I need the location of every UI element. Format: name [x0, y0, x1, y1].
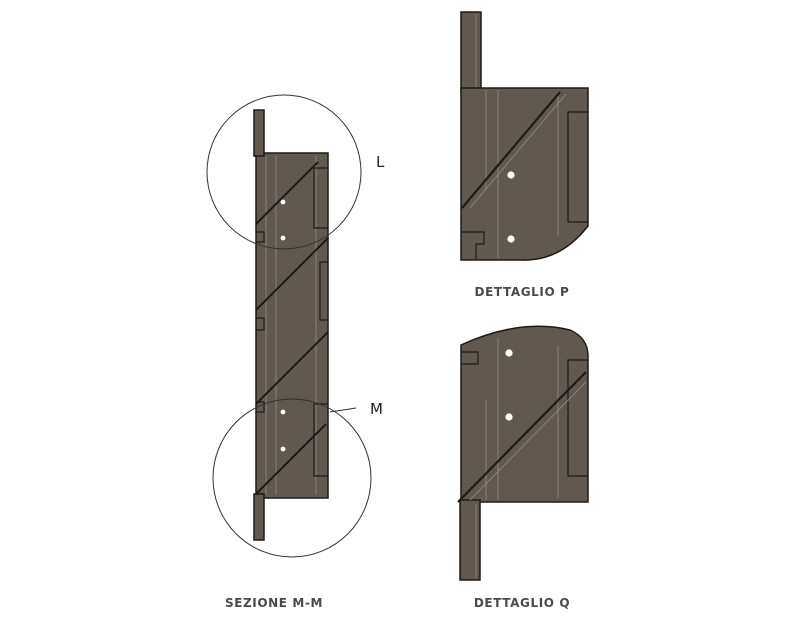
section-m-m — [206, 94, 372, 558]
detail-circle-bottom — [212, 398, 372, 558]
section-hole — [280, 199, 286, 205]
detail-q-diagonal — [457, 371, 587, 503]
detail-q-notch — [567, 359, 588, 477]
section-notch — [256, 317, 265, 331]
section-hole — [280, 235, 286, 241]
detail-q-diagonal-edge — [469, 381, 587, 501]
detail-p-hole — [507, 171, 515, 179]
detail-p-flange — [460, 11, 482, 93]
section-notch — [256, 401, 265, 413]
detail-q — [457, 325, 589, 581]
detail-q-hole — [505, 413, 513, 421]
detail-circle-top — [206, 94, 362, 250]
section-body — [255, 152, 329, 499]
section-diagonal — [255, 331, 329, 405]
detail-p-caption: DETTAGLIO P — [475, 285, 570, 299]
detail-p-hole — [507, 235, 515, 243]
circle-bottom-letter: M — [370, 400, 383, 418]
detail-q-body — [460, 325, 589, 503]
section-top-flange — [253, 109, 265, 157]
detail-p-body — [460, 87, 589, 261]
section-diagonal — [255, 161, 319, 225]
leader-line-m — [329, 407, 357, 413]
section-bottom-flange — [253, 493, 265, 541]
section-hole — [280, 446, 286, 452]
detail-p-notch — [461, 231, 485, 260]
section-caption: SEZIONE M-M — [225, 596, 323, 610]
section-hole — [280, 409, 286, 415]
detail-p — [460, 11, 589, 261]
detail-q-flange — [459, 499, 481, 581]
section-notch — [319, 261, 328, 321]
detail-q-hole — [505, 349, 513, 357]
detail-q-notch — [461, 351, 479, 365]
section-notch — [256, 231, 265, 243]
detail-p-diagonal-edge — [469, 93, 567, 209]
section-diagonal — [255, 237, 329, 311]
detail-q-caption: DETTAGLIO Q — [474, 596, 570, 610]
section-notch — [313, 167, 328, 229]
section-diagonal — [255, 423, 327, 495]
detail-p-notch — [567, 111, 588, 223]
circle-top-letter: L — [376, 153, 385, 171]
detail-p-diagonal — [461, 91, 561, 209]
